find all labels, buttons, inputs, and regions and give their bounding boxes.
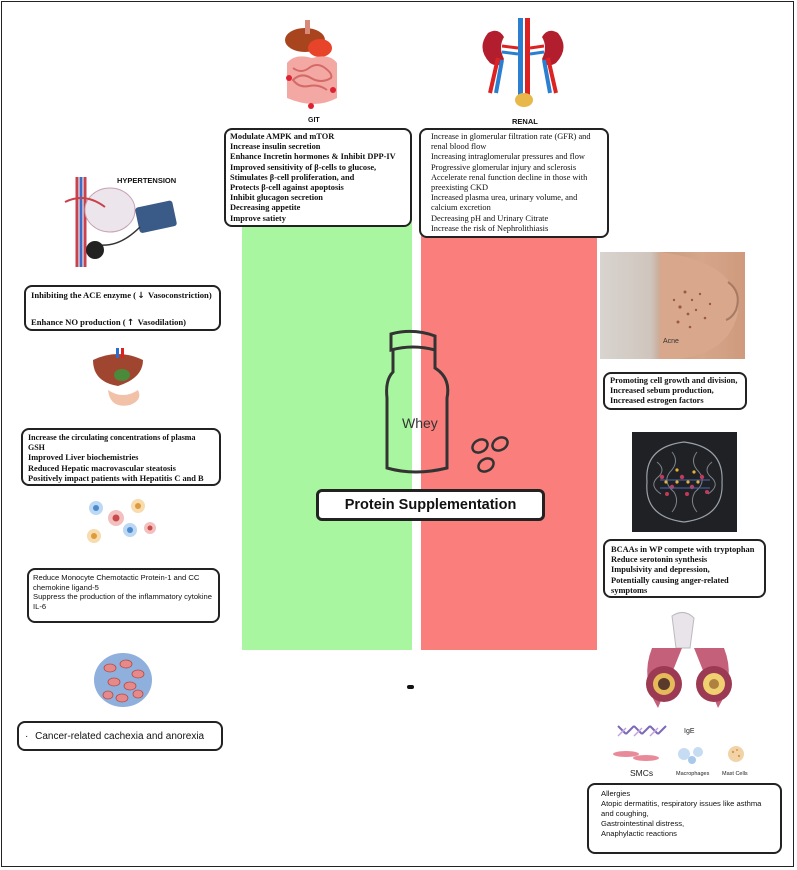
macrophage-icon	[678, 747, 703, 764]
cancer-text: Cancer-related cachexia and anorexia	[35, 731, 205, 742]
git-item: Improved sensitivity of β-cells to gluco…	[230, 162, 377, 172]
down-arrow-icon: ↓	[137, 291, 145, 301]
git-item: Increase insulin secretion	[230, 142, 321, 152]
brain-dna-illustration	[646, 441, 723, 523]
renal-item: Increasing intraglomerular pressures and…	[431, 152, 585, 162]
ige-label: IgE	[684, 728, 695, 735]
smooth-muscle-cells-icon	[613, 751, 659, 761]
brain-item: BCAAs in WP compete with tryptophan	[611, 545, 755, 554]
brain-image	[632, 432, 737, 532]
brain-item: Impulsivity and depression,	[611, 565, 710, 575]
allergy-effects-box: Allergies Atopic dermatitis, respiratory…	[587, 783, 782, 854]
ace-inhibition-text: Inhibiting the ACE enzyme (	[31, 290, 137, 300]
liver-icon	[93, 348, 143, 406]
mast-cells-label: Mast Cells	[722, 771, 748, 777]
acne-item: Increased sebum production,	[610, 386, 714, 396]
hypertension-line-1: Inhibiting the ACE enzyme (↓ Vasoconstri…	[31, 290, 214, 301]
ige-antibody-icon	[617, 725, 667, 737]
git-label: GIT	[308, 117, 320, 124]
allergy-item: Allergies	[601, 789, 631, 798]
brain-effects-box: BCAAs in WP compete with tryptophan Redu…	[603, 539, 766, 598]
acne-face-illustration	[660, 252, 739, 359]
hypertension-line-2: Enhance NO production (↑ Vasodilation)	[31, 317, 214, 328]
hypertension-box: Inhibiting the ACE enzyme (↓ Vasoconstri…	[24, 285, 221, 331]
mast-cell-icon	[728, 746, 744, 762]
acne-effects-list: Promoting cell growth and division, Incr…	[610, 376, 740, 407]
git-item: Enhance Incretin hormones & Inhibit DPP-…	[230, 152, 396, 162]
allergy-item: Gastrointestinal distress,	[601, 819, 685, 828]
acne-photo-label: Acne	[663, 338, 679, 345]
vasodilation-text: Vasodilation)	[137, 317, 187, 328]
git-item: Improve satiety	[230, 213, 286, 223]
vasoconstriction-text: Vasoconstriction)	[148, 290, 212, 300]
hypertension-label: HYPERTENSION	[117, 176, 177, 185]
blood-pressure-icon	[64, 177, 177, 267]
renal-item: Progressive glomerular injury and sclero…	[431, 162, 577, 172]
allergy-effects-list: Allergies Atopic dermatitis, respiratory…	[601, 789, 775, 839]
benefit-column	[242, 150, 412, 650]
liver-item: Increase the circulating concentrations …	[28, 433, 196, 453]
git-item: Modulate AMPK and mTOR	[230, 132, 335, 141]
brain-item: Reduce serotonin synthesis	[611, 555, 708, 565]
smcs-label: SMCs	[630, 768, 654, 778]
renal-effects-box: Increase in glomerular filtration rate (…	[419, 128, 609, 238]
acne-item: Increased estrogen factors	[610, 396, 704, 406]
acne-photo: Acne	[600, 252, 745, 359]
renal-item: Decreasing pH and Urinary Citrate	[431, 213, 549, 223]
git-item: Inhibit glucagon secretion	[230, 193, 323, 203]
inflammation-box: Reduce Monocyte Chemotactic Protein-1 an…	[27, 568, 220, 623]
digestive-system-icon	[285, 20, 337, 109]
renal-item: Increase the risk of Nephrolithiasis	[431, 223, 549, 233]
git-effects-box: Modulate AMPK and mTOR Increase insulin …	[224, 128, 412, 227]
git-effects-list: Modulate AMPK and mTOR Increase insulin …	[230, 132, 406, 224]
brain-effects-list: BCAAs in WP compete with tryptophan Redu…	[611, 545, 758, 596]
inflammation-item: Suppress the production of the inflammat…	[33, 592, 212, 611]
acne-effects-box: Promoting cell growth and division, Incr…	[603, 372, 747, 410]
page-title: Protein Supplementation	[316, 489, 545, 521]
macrophages-label: Macrophages	[676, 771, 710, 777]
git-item: Decreasing appetite	[230, 203, 301, 213]
allergy-item: Anaphylactic reactions	[601, 829, 677, 838]
cancer-box: · Cancer-related cachexia and anorexia	[17, 721, 223, 751]
whey-bottle-icon	[385, 329, 450, 474]
renal-label: RENAL	[512, 117, 538, 126]
liver-effects-box: Increase the circulating concentrations …	[21, 428, 221, 486]
allergy-item: Atopic dermatitis, respiratory issues li…	[601, 799, 762, 818]
renal-effects-list: Increase in glomerular filtration rate (…	[431, 132, 603, 234]
renal-item: Accelerate renal function decline in tho…	[431, 172, 588, 193]
whey-label: Whey	[402, 415, 438, 431]
liver-item: Positively impact patients with Hepatiti…	[28, 473, 204, 483]
immune-cells-icon	[87, 499, 156, 543]
acne-item: Promoting cell growth and division,	[610, 376, 738, 385]
kidney-icon	[482, 18, 564, 107]
cancer-bullet: ·	[25, 731, 29, 742]
renal-item: Increased plasma urea, urinary volume, a…	[431, 193, 578, 213]
liver-item: Reduced Hepatic macrovascular steatosis	[28, 463, 176, 473]
liver-item: Improved Liver biochemistries	[28, 453, 139, 463]
airway-allergy-icon	[646, 612, 732, 708]
inflammation-item: Reduce Monocyte Chemotactic Protein-1 an…	[33, 573, 200, 592]
liver-effects-list: Increase the circulating concentrations …	[28, 433, 214, 484]
supplement-pills-icon	[471, 436, 509, 473]
renal-item: Increase in glomerular filtration rate (…	[431, 132, 591, 152]
inflammation-list: Reduce Monocyte Chemotactic Protein-1 an…	[33, 573, 214, 611]
up-arrow-icon: ↑	[127, 318, 135, 329]
cancer-tissue-icon	[94, 653, 152, 707]
no-production-text: Enhance NO production (	[31, 317, 126, 328]
center-dot	[407, 685, 414, 689]
git-item: Protects β-cell against apoptosis	[230, 183, 344, 193]
brain-item: Potentially causing anger-related sympto…	[611, 575, 729, 595]
git-item: Stimulates β-cell proliferation, and	[230, 172, 355, 182]
